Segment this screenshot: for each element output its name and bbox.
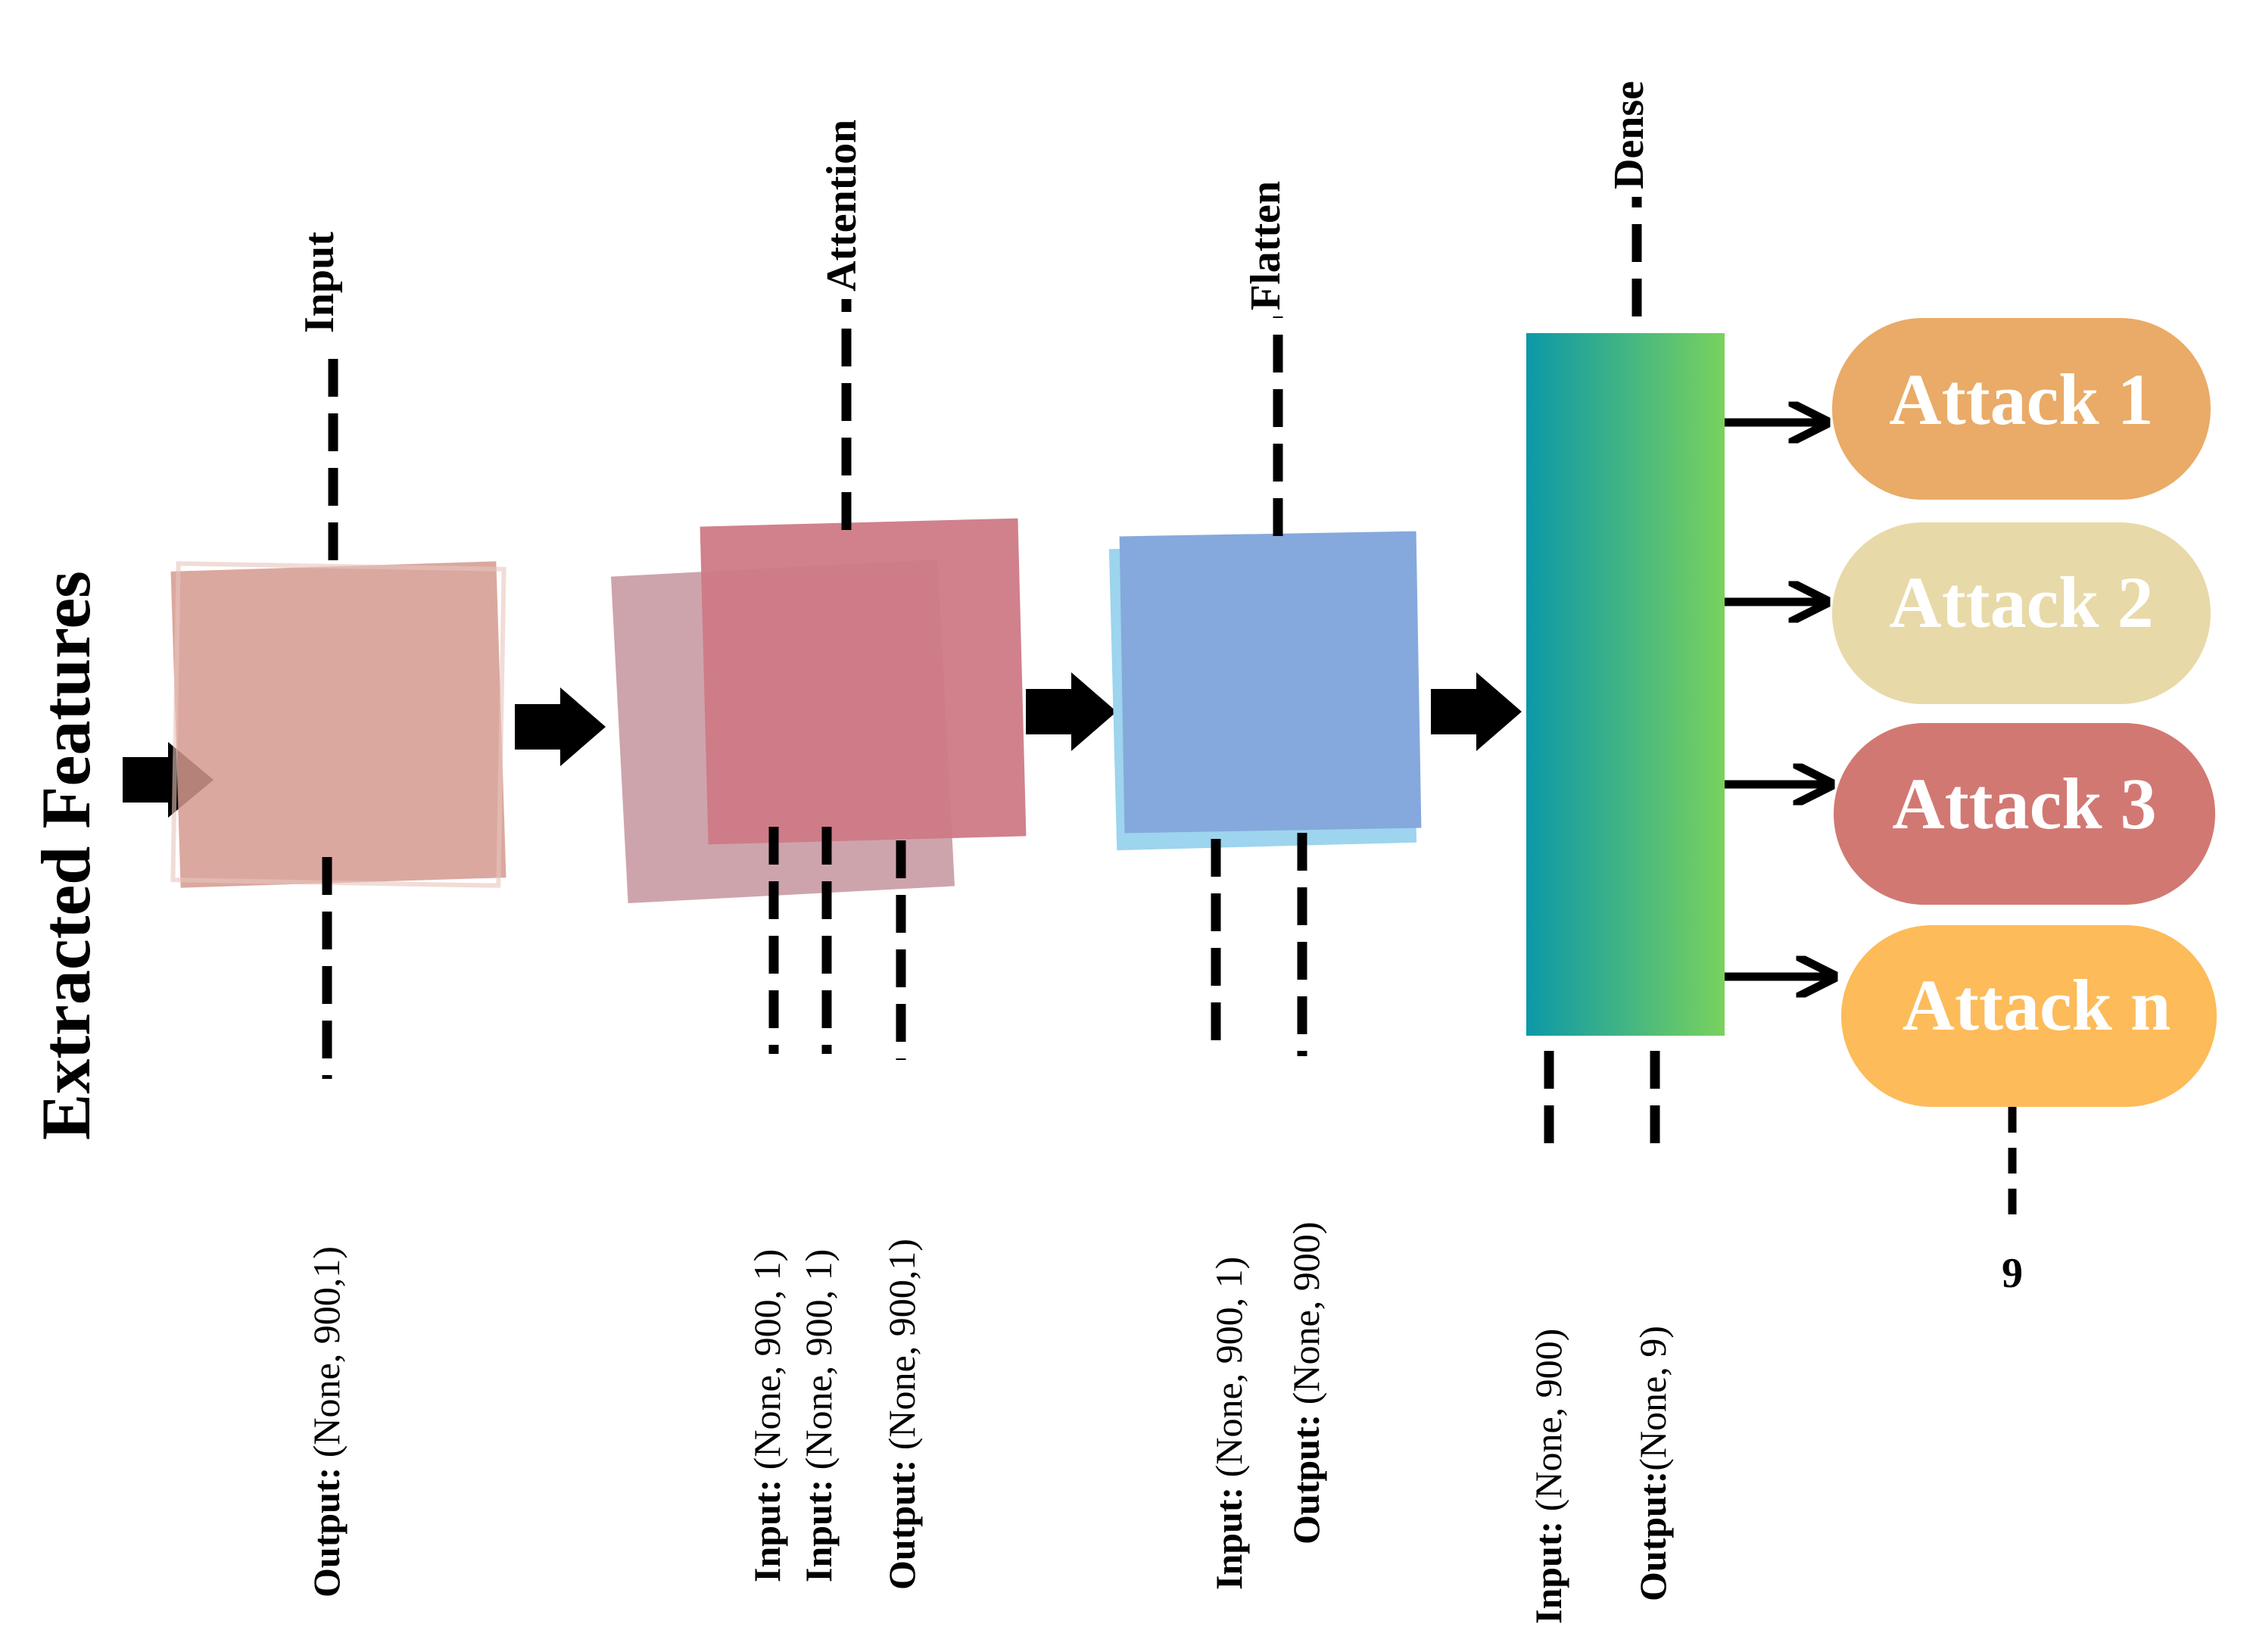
attention-layer: Attention Input: (None, 900, 1) Input: (…	[610, 120, 1027, 1590]
output-arrows	[1725, 422, 1834, 977]
flatten-input-shape: Input: (None, 900, 1)	[1208, 1257, 1250, 1590]
attack-2-label: Attack 2	[1889, 562, 2153, 643]
attack-2-pill	[1832, 522, 2211, 704]
attack-3-label: Attack 3	[1892, 763, 2156, 844]
dense-box	[1526, 333, 1725, 1036]
attention-front-box	[700, 518, 1027, 845]
attack-1-label: Attack 1	[1889, 359, 2153, 440]
input-layer: Input Output: (None, 900,1)	[170, 232, 506, 1597]
flow-arrows	[123, 672, 1522, 818]
flatten-label: Flatten	[1242, 181, 1289, 310]
attack-1-pill	[1832, 318, 2211, 500]
input-label: Input	[296, 232, 343, 333]
dense-label: Dense	[1606, 81, 1653, 189]
attack-3-pill	[1834, 723, 2215, 905]
attention-input-shape-1: Input: (None, 900, 1)	[746, 1249, 788, 1582]
input-box	[170, 561, 506, 888]
dense-layer: Dense Input: (None, 900) Output:(None, 9…	[1526, 81, 1725, 1624]
diagram-title: Extracted Features	[27, 571, 104, 1140]
attack-n-pill	[1841, 925, 2217, 1107]
dense-output-shape: Output:(None, 9)	[1631, 1326, 1674, 1601]
flatten-output-shape: Output: (None, 900)	[1285, 1222, 1327, 1544]
flatten-box	[1119, 531, 1422, 834]
flatten-layer: Flatten Input: (None, 900, 1) Output: (N…	[1108, 181, 1422, 1590]
arrow-flatten-to-dense	[1431, 672, 1522, 751]
arrow-attention-to-flatten	[1026, 672, 1117, 751]
input-output-shape: Output: (None, 900,1)	[305, 1246, 347, 1597]
attention-label: Attention	[818, 120, 865, 291]
arrow-input-to-attention	[515, 687, 606, 766]
attention-input-shape-2: Input: (None, 900, 1)	[797, 1249, 840, 1582]
output-count: 9	[2002, 1250, 2023, 1297]
dense-input-shape: Input: (None, 900)	[1527, 1329, 1569, 1624]
attack-n-label: Attack n	[1903, 965, 2171, 1046]
output-pills: Attack 1 Attack 2 Attack 3 Attack n	[1832, 318, 2217, 1107]
attention-output-shape: Output: (None, 900,1)	[880, 1239, 923, 1590]
